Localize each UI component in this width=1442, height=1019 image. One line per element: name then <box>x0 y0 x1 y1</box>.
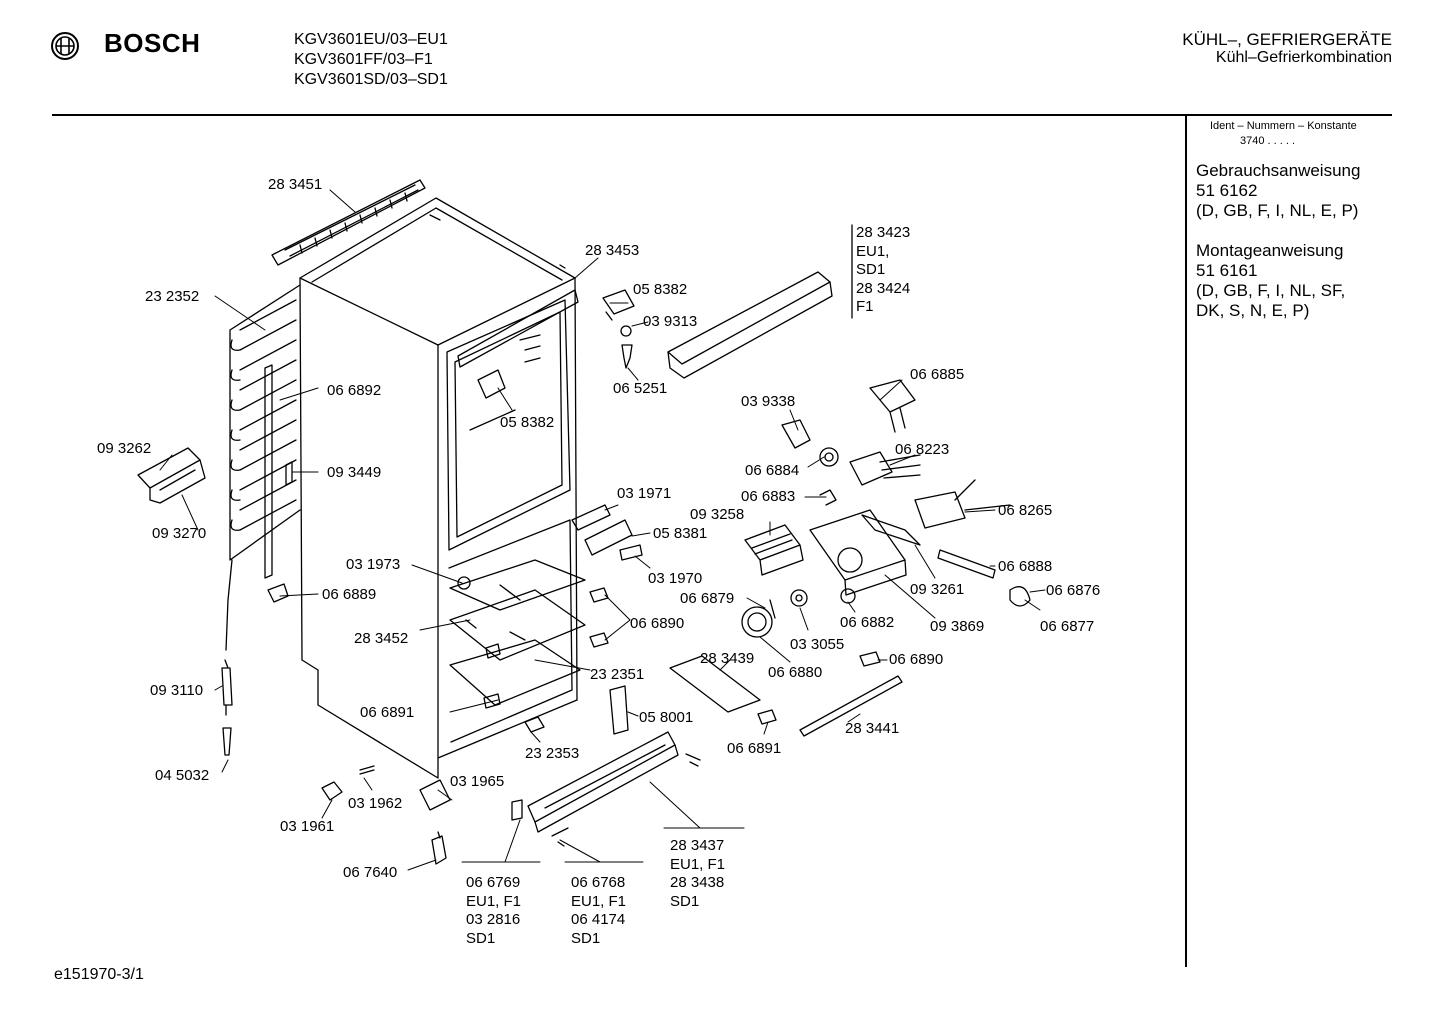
part-label: 03 3055 <box>790 636 845 653</box>
part-label: 06 6882 <box>840 614 895 631</box>
part-label: 03 1973 <box>346 556 401 573</box>
manual-number: 51 6162 <box>1196 181 1258 200</box>
part-label: 23 2353 <box>525 745 580 762</box>
part-label: 06 6883 <box>741 488 796 505</box>
part-group-light-cover: 28 3423 EU1, SD1 28 3424 F1 <box>856 224 911 315</box>
part-label: 05 8382 <box>633 281 688 298</box>
part-label: 06 6884 <box>745 462 800 479</box>
part-label: 05 8382 <box>500 414 555 431</box>
part-label: 03 1971 <box>617 485 672 502</box>
brand-name: BOSCH <box>104 28 201 58</box>
plinth <box>527 731 679 833</box>
part-label: 06 5251 <box>613 380 668 397</box>
cover-part <box>137 447 206 504</box>
part-label: 09 3869 <box>930 618 985 635</box>
part-group-1: 06 6769 EU1, F1 03 2816 SD1 <box>466 874 522 947</box>
part-label: 28 3439 <box>700 650 755 667</box>
category-subtitle: Kühl–Gefrierkombination <box>1215 49 1392 66</box>
part-label: 03 1962 <box>348 795 403 812</box>
part-label: 23 2351 <box>590 666 645 683</box>
cabinet-body <box>299 197 579 779</box>
part-label: 06 6876 <box>1046 582 1101 599</box>
part-label: 06 6890 <box>889 651 944 668</box>
part-label: 06 6885 <box>910 366 965 383</box>
part-label: 06 6890 <box>630 615 685 632</box>
model-number-2: KGV3601FF/03–F1 <box>294 51 433 68</box>
assembly-number: 51 6161 <box>1196 261 1258 280</box>
drawing-id: e151970-3/1 <box>54 966 144 983</box>
part-label: 05 8001 <box>639 709 694 726</box>
part-label: 06 6879 <box>680 590 735 607</box>
header-rule <box>52 114 1392 116</box>
assembly-languages-1: (D, GB, F, I, NL, SF, <box>1196 281 1346 300</box>
ident-label: Ident – Nummern – Konstante <box>1210 120 1357 132</box>
assembly-languages-2: DK, S, N, E, P) <box>1196 301 1310 320</box>
model-number-1: KGV3601EU/03–EU1 <box>294 31 448 48</box>
part-group-2: 06 6768 EU1, F1 06 4174 SD1 <box>571 874 627 947</box>
part-label: 06 6889 <box>322 586 377 603</box>
part-label: 05 8381 <box>653 525 708 542</box>
part-label: 06 6891 <box>727 740 782 757</box>
sidebar-rule <box>1185 114 1187 967</box>
part-label: 03 1970 <box>648 570 703 587</box>
part-label: 06 7640 <box>343 864 398 881</box>
part-label: 09 3449 <box>327 464 382 481</box>
part-label: 06 6877 <box>1040 618 1095 635</box>
part-label: 03 9338 <box>741 393 796 410</box>
part-group-plinth: 28 3437 EU1, F1 28 3438 SD1 <box>670 837 726 910</box>
part-label: 04 5032 <box>155 767 210 784</box>
part-label: 06 6880 <box>768 664 823 681</box>
part-label: 28 3452 <box>354 630 409 647</box>
manual-title: Gebrauchsanweisung <box>1196 161 1361 180</box>
part-label: 06 8223 <box>895 441 950 458</box>
part-label: 06 6892 <box>327 382 382 399</box>
part-label: 09 3110 <box>150 682 204 699</box>
top-grille <box>271 179 426 266</box>
side-rod <box>264 364 273 579</box>
part-label: 03 9313 <box>643 313 698 330</box>
part-label: 06 8265 <box>998 502 1053 519</box>
leader-lines <box>159 189 1046 871</box>
part-label: 23 2352 <box>145 288 200 305</box>
part-label: 09 3261 <box>910 581 965 598</box>
exploded-view-drawing <box>137 179 1046 871</box>
model-number-3: KGV3601SD/03–SD1 <box>294 71 448 88</box>
category-title: KÜHL–, GEFRIERGERÄTE <box>1182 30 1392 49</box>
part-label: 28 3441 <box>845 720 900 737</box>
part-label: 06 6891 <box>360 704 415 721</box>
ident-value: 3740 . . . . . <box>1240 135 1296 147</box>
assembly-title: Montageanweisung <box>1196 241 1344 260</box>
part-label: 09 3262 <box>97 440 152 457</box>
manual-languages: (D, GB, F, I, NL, E, P) <box>1196 201 1359 220</box>
shelves <box>449 559 586 706</box>
bosch-logo-icon <box>51 32 79 60</box>
part-label: 28 3453 <box>585 242 640 259</box>
part-label: 28 3451 <box>268 176 323 193</box>
part-label: 09 3258 <box>690 506 745 523</box>
part-label: 09 3270 <box>152 525 207 542</box>
part-label: 06 6888 <box>998 558 1053 575</box>
part-label: 03 1965 <box>450 773 505 790</box>
part-label: 03 1961 <box>280 818 335 835</box>
thermostat-housing <box>809 509 907 596</box>
